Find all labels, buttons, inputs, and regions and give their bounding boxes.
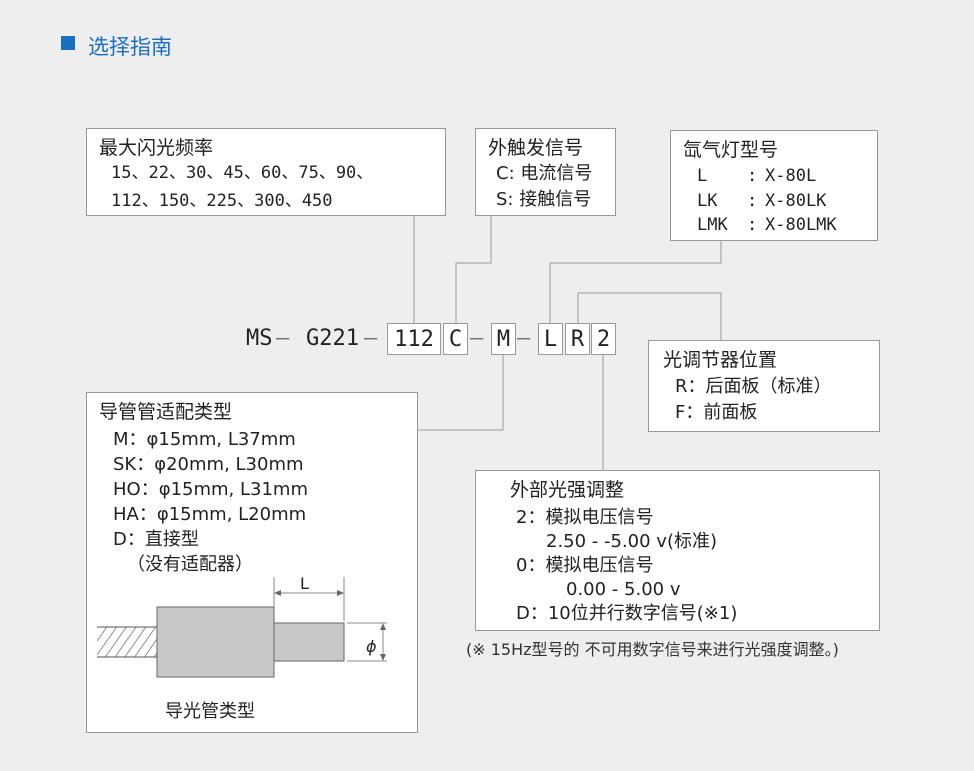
adapter-type-heading: 导管管适配类型 (99, 401, 233, 423)
external-intensity-line4: 0.00 - 5.00 v (566, 579, 681, 600)
trigger-signal-heading: 外触发信号 (488, 137, 584, 159)
adapter-type-line2: SK：φ20mm, L30mm (113, 454, 304, 475)
adjuster-position-line2: F：前面板 (675, 402, 758, 423)
external-intensity-line3: 0：模拟电压信号 (516, 555, 654, 576)
model-code-freq-cell: 112 (387, 323, 441, 355)
lamp-row-sep: : (747, 166, 758, 186)
external-intensity-heading: 外部光强调整 (510, 479, 625, 501)
dimension-phi-label: ϕ (366, 637, 377, 656)
dimension-L-label: L (300, 574, 309, 593)
lamp-row-sep: : (747, 215, 758, 235)
trigger-signal-line2: S: 接触信号 (496, 189, 592, 210)
lamp-row-code: L (697, 166, 708, 186)
model-code-prefix: MS (246, 326, 273, 351)
trigger-signal-line1: C: 电流信号 (496, 163, 593, 184)
flash-frequency-line2: 112、150、225、300、450 (111, 191, 333, 211)
model-code-dash: — (470, 326, 484, 351)
adapter-type-line5: D：直接型 (113, 529, 199, 550)
external-intensity-line5: D：10位并行数字信号(※1) (516, 603, 738, 624)
trigger-signal-box: 外触发信号 C: 电流信号 S: 接触信号 (475, 128, 616, 216)
light-guide-caption: 导光管类型 (165, 701, 255, 722)
guide-tip (273, 622, 345, 662)
flexible-tube (97, 627, 157, 657)
lamp-row-code: LMK (697, 215, 728, 235)
connector-adapter (418, 355, 504, 431)
lamp-row-sep: : (747, 191, 758, 211)
adapter-type-line1: M：φ15mm, L37mm (113, 429, 296, 450)
model-code-adjuster-cell: R (565, 323, 590, 355)
lamp-row-code: LK (697, 191, 718, 211)
adjuster-position-line1: R：后面板（标准） (675, 376, 832, 397)
model-code-trigger-cell: C (443, 323, 468, 355)
guide-body (156, 606, 275, 678)
model-code-external-cell: 2 (591, 323, 616, 355)
model-code-series: G221 (306, 326, 359, 351)
adapter-type-line6: （没有适配器） (127, 554, 253, 575)
lamp-model-heading: 氙气灯型号 (683, 139, 779, 161)
flash-frequency-box: 最大闪光频率 15、22、30、45、60、75、90、 112、150、225… (86, 128, 446, 216)
model-code-dash: — (364, 326, 378, 351)
adjuster-position-box: 光调节器位置 R：后面板（标准） F：前面板 (648, 340, 880, 432)
adapter-type-line4: HA：φ15mm, L20mm (113, 504, 307, 525)
adjuster-position-heading: 光调节器位置 (663, 349, 778, 371)
lamp-model-box: 氙气灯型号 L : X-80L LK : X-80LK LMK : X-80LM… (670, 130, 878, 241)
external-intensity-line2: 2.50 - -5.00 v(标准) (546, 531, 718, 552)
adapter-type-line3: HO：φ15mm, L31mm (113, 479, 308, 500)
lamp-row-model: X-80LK (765, 191, 827, 211)
lamp-row-model: X-80LMK (765, 215, 837, 235)
connector-trigger (455, 216, 492, 323)
light-guide-drawing (97, 577, 387, 678)
external-intensity-line1: 2：模拟电压信号 (516, 507, 654, 528)
model-code-adapter-cell: M (491, 323, 516, 355)
lamp-row-model: X-80L (765, 166, 817, 186)
external-intensity-box: 外部光强调整 2：模拟电压信号 2.50 - -5.00 v(标准) 0：模拟电… (475, 470, 880, 631)
model-code-lamp-cell: L (538, 323, 563, 355)
adapter-type-box: 导管管适配类型 M：φ15mm, L37mm SK：φ20mm, L30mm H… (86, 392, 418, 733)
model-code-dash: — (276, 326, 290, 351)
page-title: 选择指南 (88, 35, 172, 59)
connector-lamp (549, 240, 722, 323)
connector-adjuster (577, 292, 722, 340)
flash-frequency-heading: 最大闪光频率 (99, 137, 214, 159)
model-code-dash: — (517, 326, 531, 351)
flash-frequency-line1: 15、22、30、45、60、75、90、 (111, 163, 374, 183)
title-square-icon (61, 36, 75, 50)
footnote: (※ 15Hz型号的 不可用数字信号来进行光强度调整。) (466, 640, 839, 659)
